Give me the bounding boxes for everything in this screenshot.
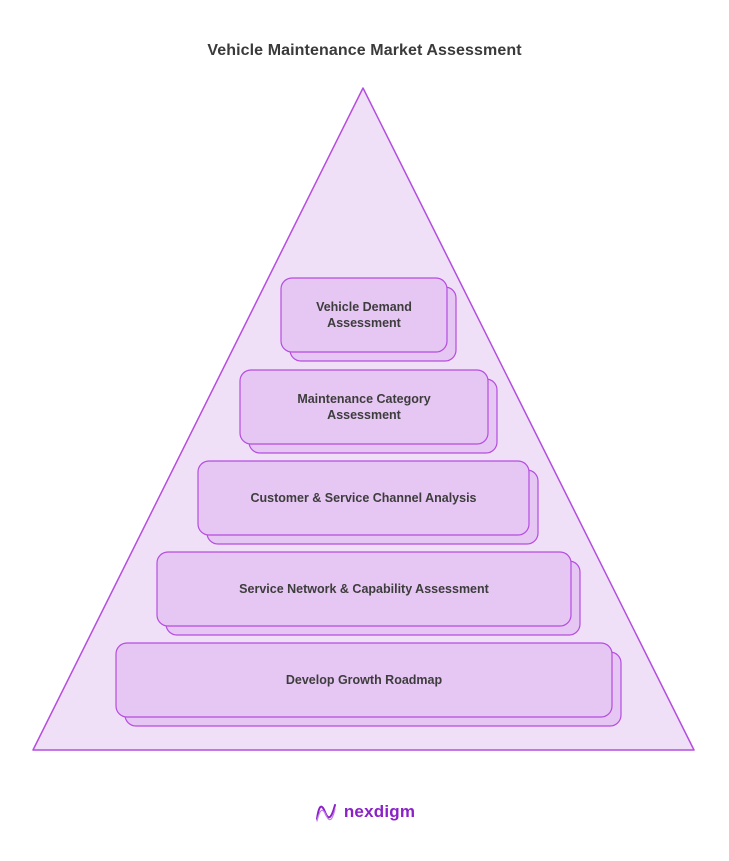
layer-label-line: Assessment <box>327 408 401 422</box>
layer-label-line: Customer & Service Channel Analysis <box>250 491 477 505</box>
layer-box <box>197 460 530 536</box>
layer-label-line: Service Network & Capability Assessment <box>239 582 489 596</box>
layer-label-line: Develop Growth Roadmap <box>285 673 443 687</box>
layer-label-line: Vehicle Demand <box>316 300 412 314</box>
brand-footer: nexdigm <box>0 800 729 824</box>
nexdigm-logo-icon <box>315 804 336 822</box>
layer-label-text: Customer & Service Channel Analysis <box>250 490 476 506</box>
layer-label: Develop Growth Roadmap <box>116 643 612 717</box>
layer-label: Customer & Service Channel Analysis <box>198 461 529 535</box>
layer-box <box>115 642 613 718</box>
brand-name: nexdigm <box>343 802 416 821</box>
layer-box <box>280 277 448 353</box>
layer-label-text: Develop Growth Roadmap <box>286 672 442 688</box>
layer-label-text: Service Network & Capability Assessment <box>239 581 489 597</box>
diagram-title: Vehicle Maintenance Market Assessment <box>207 42 522 59</box>
pyramid-layers <box>115 277 622 727</box>
layer-label-line: Maintenance Category <box>297 392 431 406</box>
layer-box <box>239 369 489 445</box>
layer-label-line: Assessment <box>327 316 401 330</box>
layer-label: Service Network & Capability Assessment <box>157 552 571 626</box>
layer-box <box>156 551 572 627</box>
